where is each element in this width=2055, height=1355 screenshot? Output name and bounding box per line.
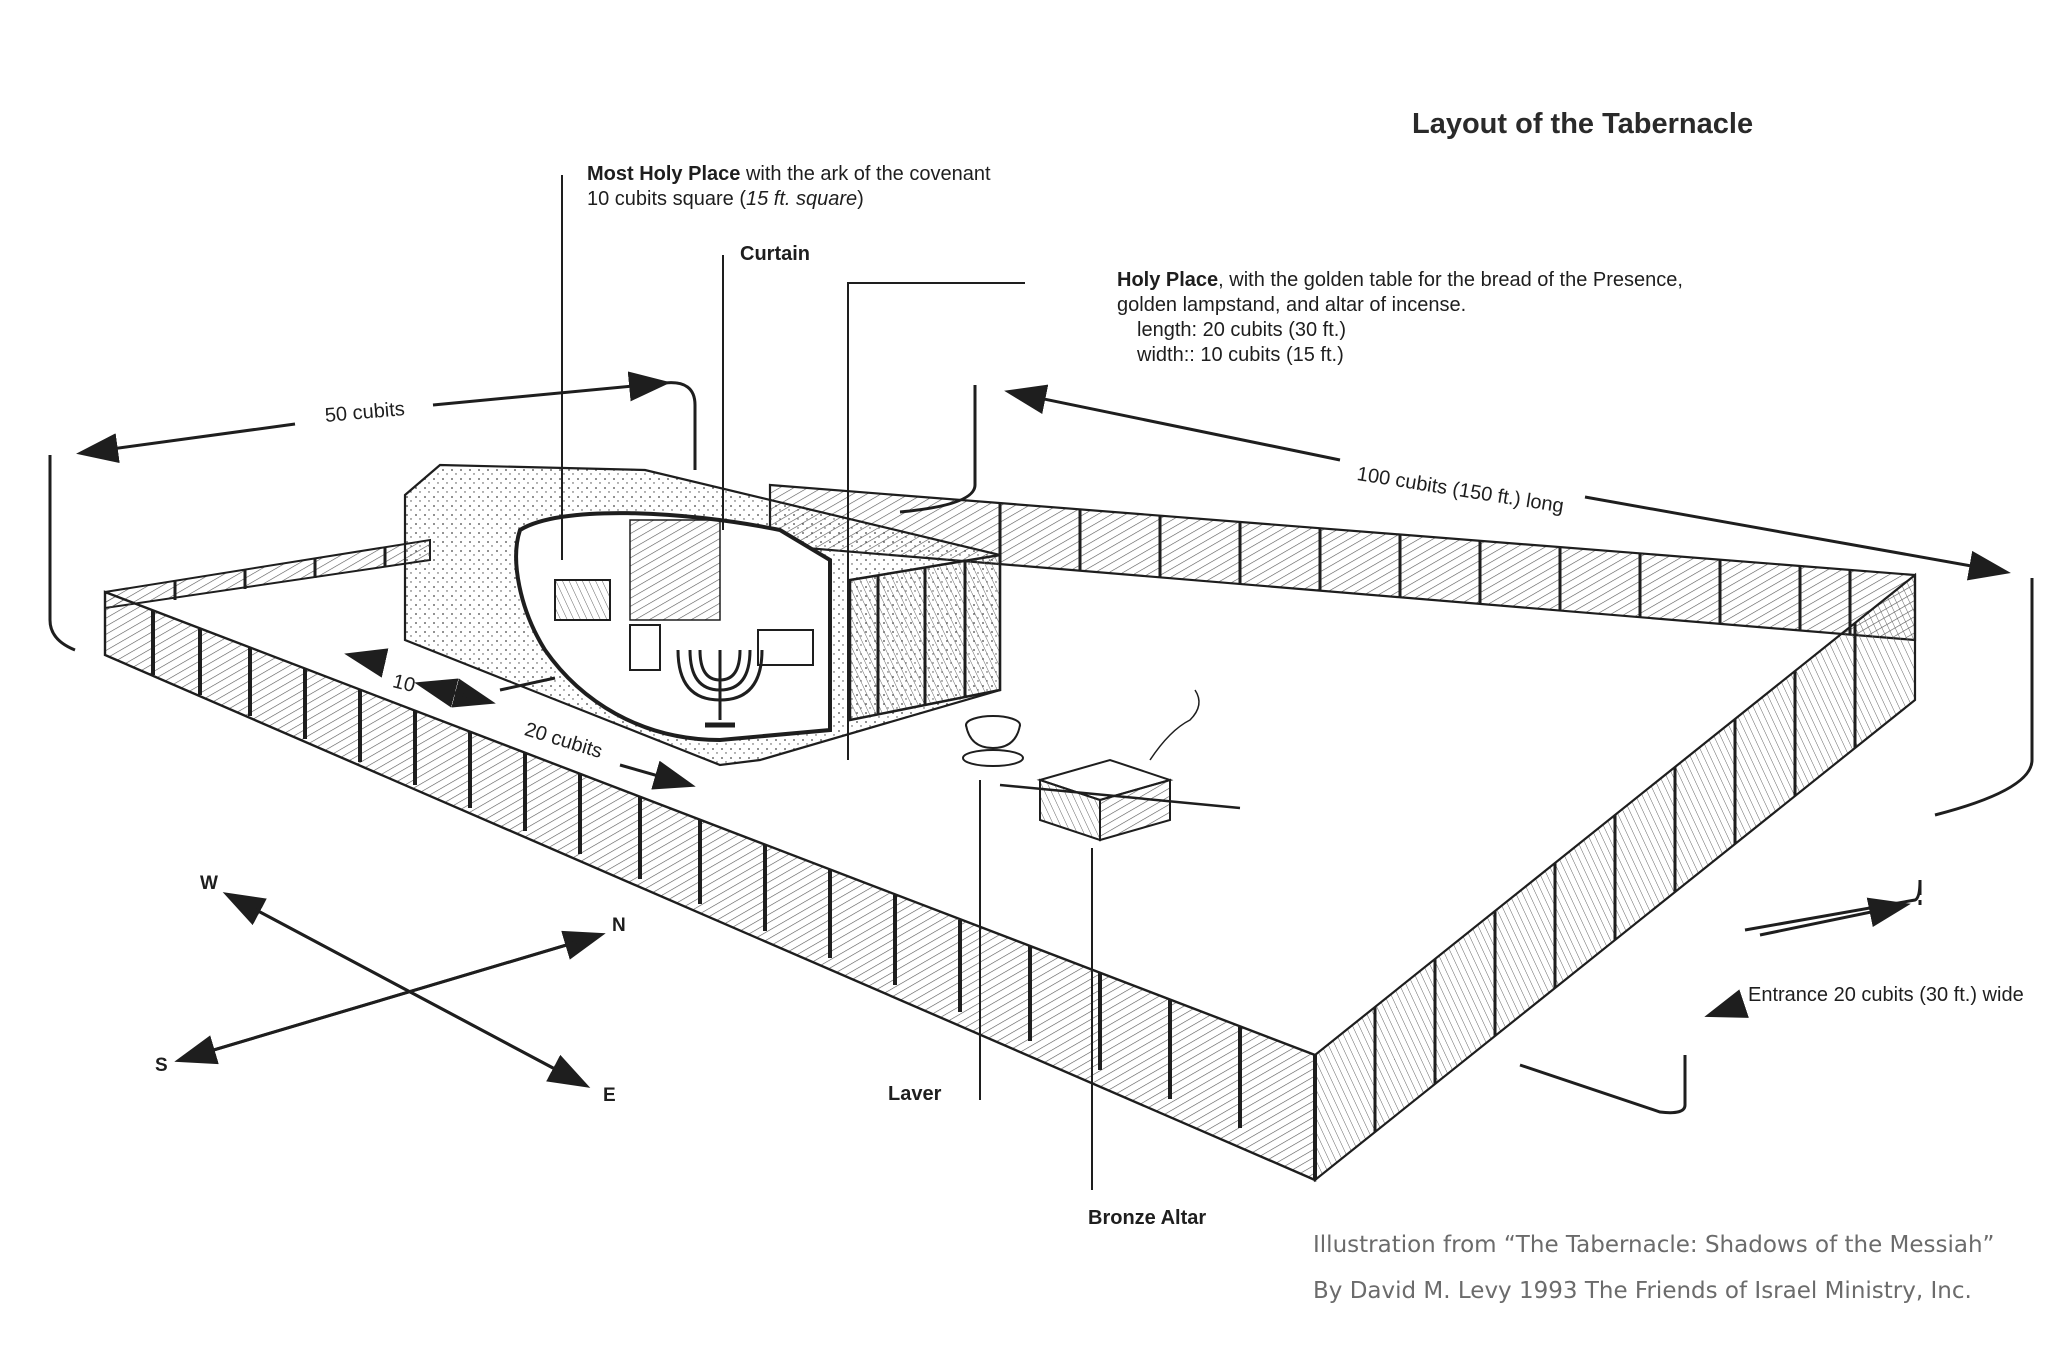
tent-of-meeting xyxy=(403,463,1002,767)
holy-place-desc: , with the golden table for the bread of… xyxy=(1218,269,1683,291)
ark-of-covenant xyxy=(554,579,611,621)
table-of-showbread xyxy=(757,629,814,666)
most-holy-place-size-a: 10 cubits square ( xyxy=(587,188,746,210)
dim-100-cubits xyxy=(899,384,2034,817)
altar-of-incense xyxy=(629,624,661,671)
compass-east: E xyxy=(603,1085,616,1106)
curtain-text: Curtain xyxy=(740,243,810,265)
dim-50-cubits xyxy=(48,371,697,652)
credit-line-1: Illustration from “The Tabernacle: Shado… xyxy=(1313,1232,1995,1258)
holy-place-desc-2: golden lampstand, and altar of incense. xyxy=(1117,294,1467,316)
most-holy-place-size-c: ) xyxy=(857,188,864,210)
compass-north: N xyxy=(612,915,626,936)
laver-text: Laver xyxy=(888,1083,942,1105)
most-holy-place-desc: with the ark of the covenant xyxy=(740,163,991,185)
tent-cutaway xyxy=(514,511,832,743)
holy-place-label: Holy Place, with the golden table for th… xyxy=(1117,268,1683,368)
golden-lampstand xyxy=(676,649,764,728)
compass-west: W xyxy=(200,873,218,894)
most-holy-place-size-b: 15 ft. square xyxy=(745,188,858,210)
dim-entrance xyxy=(1519,879,1922,1115)
laver-label: Laver xyxy=(888,1082,941,1107)
most-holy-place-heading: Most Holy Place xyxy=(587,163,741,185)
curtain-label: Curtain xyxy=(740,242,810,267)
leader-lines xyxy=(561,175,1093,1190)
curtain-veil xyxy=(629,519,721,621)
credit-line-2: By David M. Levy 1993 The Friends of Isr… xyxy=(1313,1278,1972,1304)
bronze-altar xyxy=(999,689,1241,842)
diagram-title: Layout of the Tabernacle xyxy=(1412,108,1754,140)
holy-place-length: length: 20 cubits (30 ft.) xyxy=(1137,319,1347,341)
west-wall-posts xyxy=(173,547,387,600)
most-holy-place-label: Most Holy Place with the ark of the cove… xyxy=(587,162,991,212)
entrance-label: Entrance 20 cubits (30 ft.) wide xyxy=(1748,984,2024,1006)
east-wall-posts xyxy=(1373,623,1857,1132)
compass-rose xyxy=(174,892,606,1088)
bronze-altar-text: Bronze Altar xyxy=(1088,1207,1207,1229)
holy-place-width: width:: 10 cubits (15 ft.) xyxy=(1137,344,1344,366)
holy-place-heading: Holy Place xyxy=(1117,269,1219,291)
dim-inner xyxy=(344,648,696,790)
south-wall-posts xyxy=(151,610,1317,1180)
compass-south: S xyxy=(155,1055,168,1076)
bronze-altar-label: Bronze Altar xyxy=(1088,1206,1206,1231)
laver xyxy=(962,715,1024,767)
